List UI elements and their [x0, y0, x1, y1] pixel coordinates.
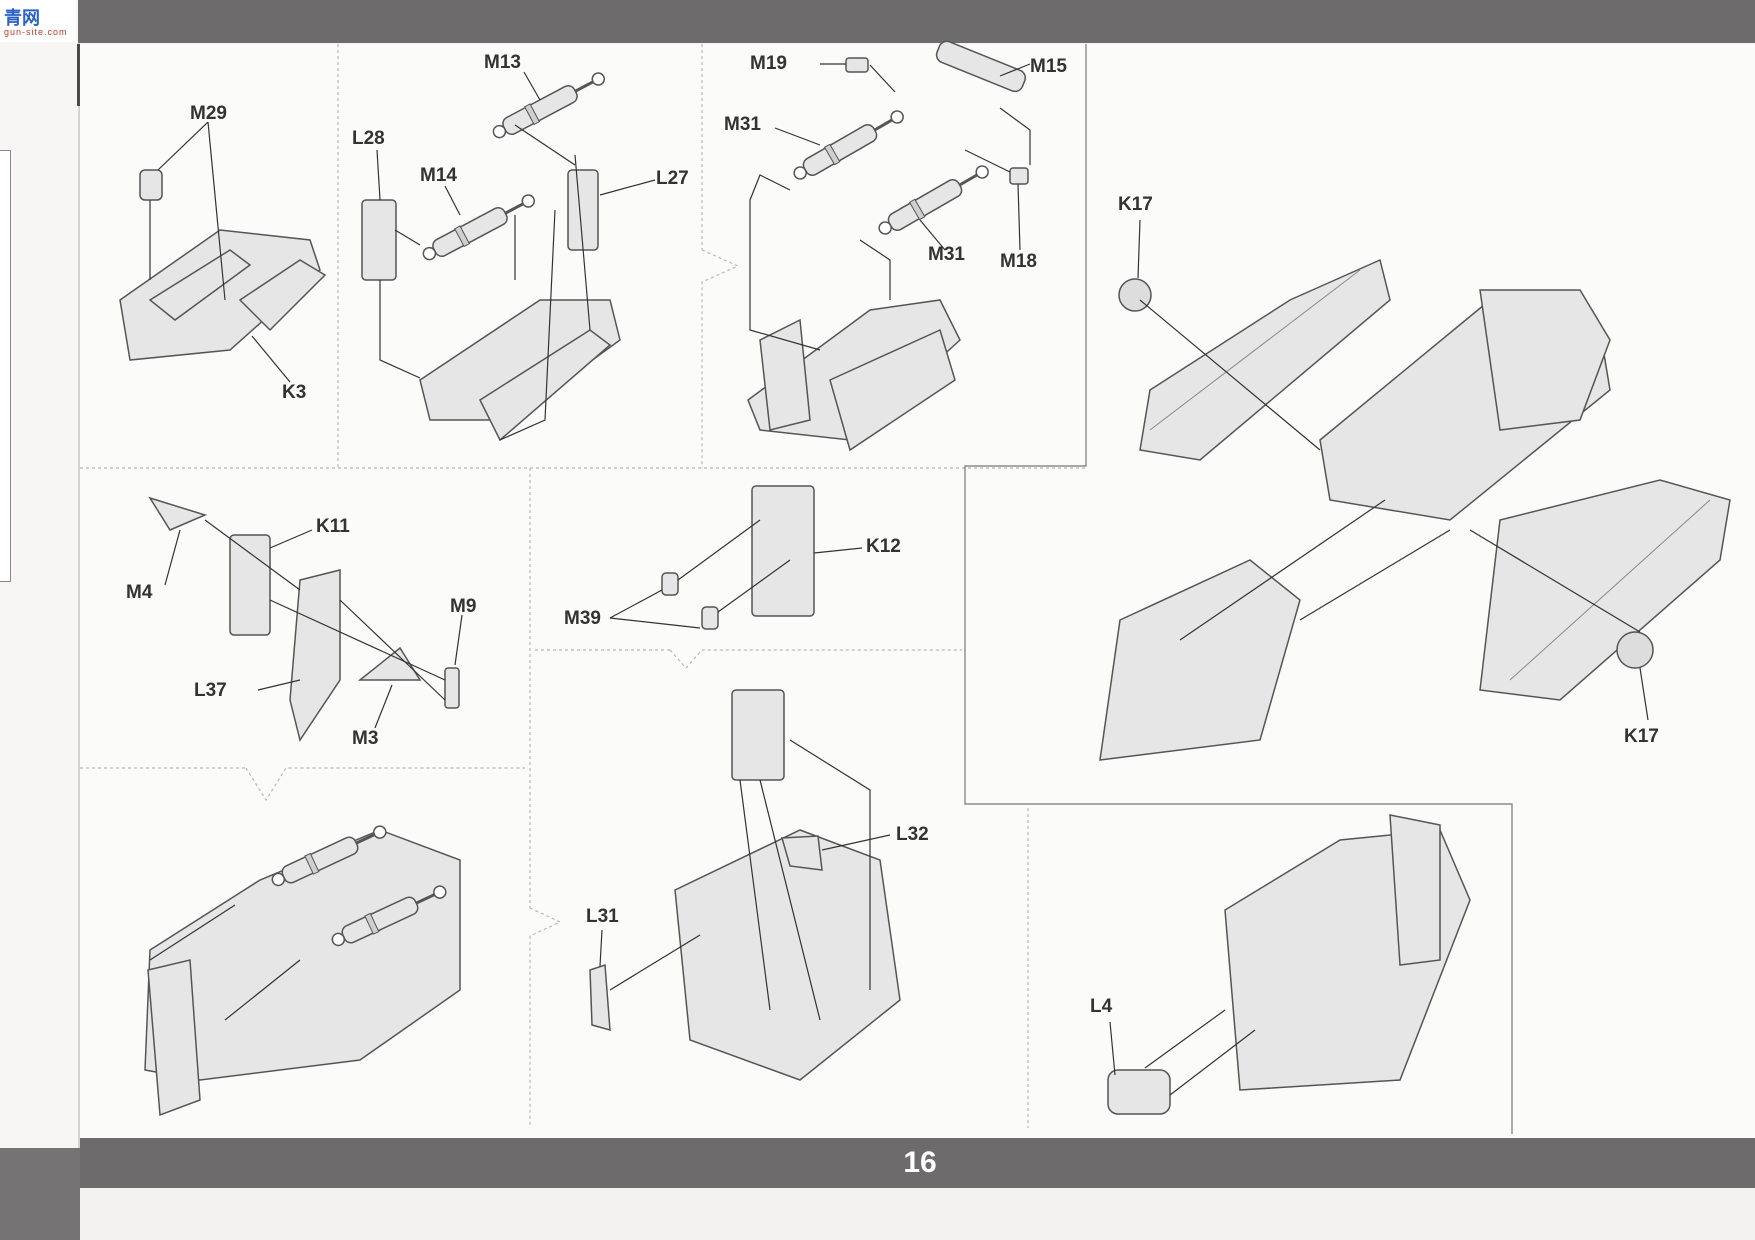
- part-label-M18: M18: [1000, 251, 1037, 272]
- part-label-M13: M13: [484, 52, 521, 73]
- part-label-M19: M19: [750, 53, 787, 74]
- part-label-L37: L37: [194, 680, 227, 701]
- part-label-L27: L27: [656, 168, 689, 189]
- part-label-K3: K3: [282, 382, 307, 403]
- part-label-K17-a: K17: [1118, 194, 1153, 215]
- footer-band: [80, 1138, 1755, 1188]
- page-number: 16: [903, 1146, 937, 1179]
- book-spine: [0, 0, 80, 1240]
- part-label-M29: M29: [190, 103, 227, 124]
- part-label-M14: M14: [420, 165, 457, 186]
- model-part-icon: [119, 169, 327, 361]
- part-label-L32: L32: [896, 824, 929, 845]
- part-label-K11: K11: [316, 516, 350, 537]
- part-label-M3: M3: [352, 728, 379, 749]
- header-band: [78, 0, 1755, 43]
- part-label-M15: M15: [1030, 56, 1067, 77]
- spine-tab: [0, 150, 11, 582]
- part-label-L4: L4: [1090, 996, 1113, 1017]
- logo-title: 青网: [4, 8, 40, 28]
- part-label-M9: M9: [450, 596, 477, 617]
- part-label-M31-a: M31: [724, 114, 761, 135]
- part-label-K17-b: K17: [1624, 726, 1659, 747]
- track-assembly-icon: [1099, 258, 1731, 761]
- part-label-L28: L28: [352, 128, 385, 149]
- part-label-M39: M39: [564, 608, 601, 629]
- part-label-M4: M4: [126, 582, 153, 603]
- spine-bottom-band: [0, 1148, 80, 1240]
- site-logo-icon[interactable]: 青网 gun-site.com: [0, 0, 76, 42]
- part-label-K12: K12: [866, 536, 901, 557]
- part-label-M31-b: M31: [928, 244, 965, 265]
- part-label-L31: L31: [586, 906, 619, 927]
- logo-subtitle: gun-site.com: [4, 27, 68, 37]
